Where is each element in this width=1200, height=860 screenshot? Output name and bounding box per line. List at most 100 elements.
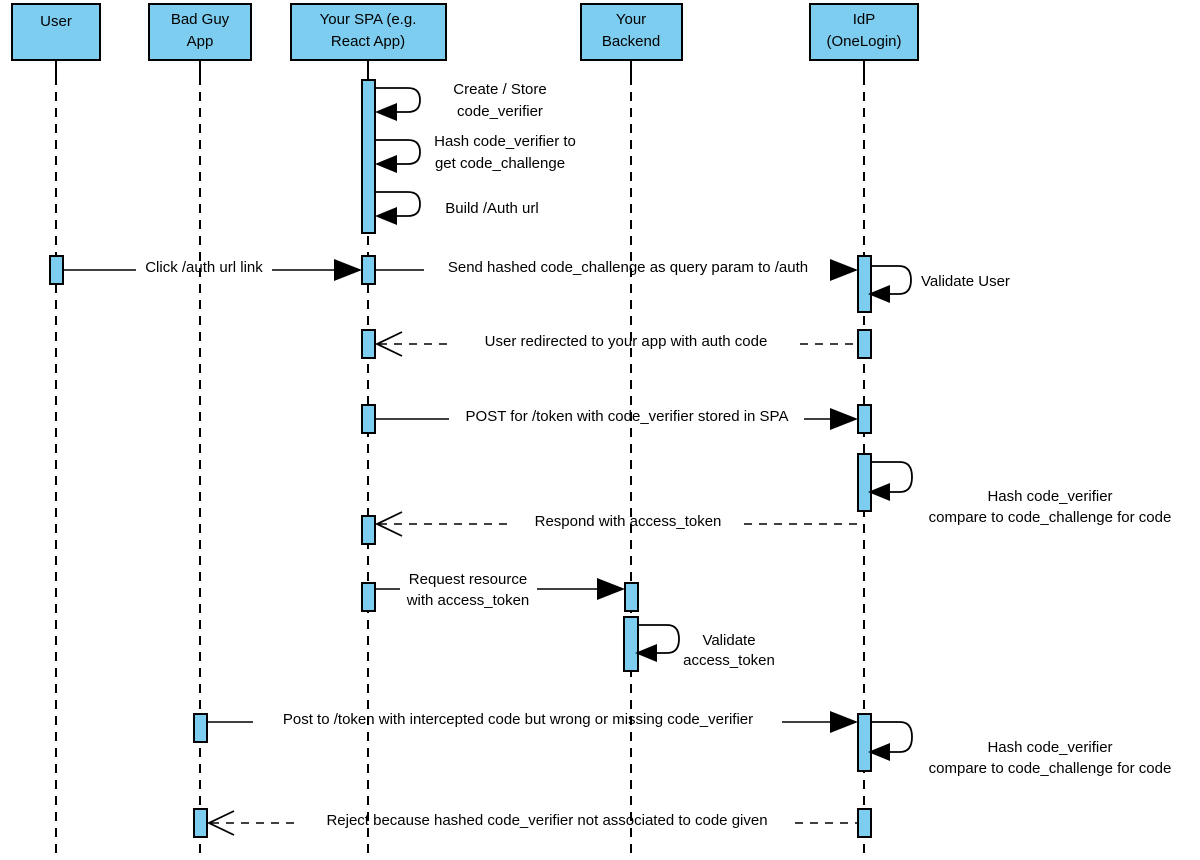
self-message-create-store-code-verifier[interactable]: Create / Store code_verifier	[375, 81, 547, 121]
arrowhead	[635, 644, 657, 662]
message-label: Reject because hashed code_verifier not …	[326, 812, 767, 829]
actor-header-spa[interactable]: Your SPA (e.g. React App)	[290, 3, 447, 61]
message-label: Click /auth url link	[145, 259, 263, 276]
message-user-redirected-with-auth-code[interactable]: User redirected to your app with auth co…	[374, 331, 858, 357]
arrowhead	[206, 810, 235, 836]
actor-label-badguy-line2: App	[187, 33, 214, 50]
self-message-label-line1: Hash code_verifier	[987, 739, 1112, 756]
arrowhead	[375, 103, 397, 121]
activation-bar[interactable]	[361, 79, 376, 234]
actor-label-idp-line2: (OneLogin)	[826, 33, 901, 50]
self-message-build-auth-url[interactable]: Build /Auth url	[375, 191, 539, 225]
activation-idp-validate-user[interactable]	[857, 255, 872, 313]
self-message-validate-access-token[interactable]: Validate access_token	[635, 624, 775, 669]
actor-header-backend[interactable]: Your Backend	[580, 3, 683, 61]
activation-bar[interactable]	[193, 808, 208, 838]
actor-label-backend-line1: Your	[616, 11, 646, 28]
activation-bar[interactable]	[361, 255, 376, 285]
self-message-label-line2: compare to code_challenge for code	[929, 509, 1172, 526]
actor-label-spa-line2: React App)	[331, 33, 405, 50]
self-loop-path	[871, 461, 913, 493]
actor-box-idp[interactable]	[809, 3, 919, 61]
arrowhead	[868, 483, 890, 501]
activation-idp-token-receive[interactable]	[857, 404, 872, 434]
actor-box-spa[interactable]	[290, 3, 447, 61]
actor-header-user[interactable]: User	[11, 3, 101, 61]
arrowhead	[375, 207, 397, 225]
actor-label-badguy-line1: Bad Guy	[171, 11, 230, 28]
self-message-hash-code-verifier[interactable]: Hash code_verifier to get code_challenge	[375, 133, 576, 173]
message-post-to-token-intercepted-code[interactable]: Post to /token with intercepted code but…	[207, 711, 858, 733]
activation-bar[interactable]	[857, 329, 872, 359]
activation-spa-receive-token[interactable]	[361, 515, 376, 545]
arrowhead	[334, 259, 362, 281]
activation-spa-auth-request[interactable]	[361, 255, 376, 285]
self-message-label-line2: access_token	[683, 652, 775, 669]
activation-badguy-post[interactable]	[193, 713, 208, 743]
activation-idp-redirect[interactable]	[857, 329, 872, 359]
self-message-hash-compare-code-challenge-reject[interactable]: Hash code_verifier compare to code_chall…	[868, 721, 1171, 777]
self-message-label-line2: code_verifier	[457, 103, 543, 120]
arrowhead	[868, 285, 890, 303]
activation-backend-receive[interactable]	[624, 582, 639, 612]
lifelines	[55, 60, 865, 858]
activation-bar[interactable]	[857, 453, 872, 512]
actor-box-user[interactable]	[11, 3, 101, 61]
message-post-for-token[interactable]: POST for /token with code_verifier store…	[375, 408, 858, 430]
activation-bar[interactable]	[624, 582, 639, 612]
activation-bar[interactable]	[857, 404, 872, 434]
self-message-validate-user[interactable]: Validate User	[868, 265, 1010, 303]
activation-bar[interactable]	[193, 713, 208, 743]
self-message-label-line1: Hash code_verifier	[987, 488, 1112, 505]
actor-box-badguy[interactable]	[148, 3, 252, 61]
activation-spa-receive-code[interactable]	[361, 329, 376, 359]
message-label-line2: with access_token	[406, 592, 530, 609]
arrowhead	[374, 331, 403, 357]
activation-spa-resource-request[interactable]	[361, 582, 376, 612]
activation-bar[interactable]	[857, 808, 872, 838]
activation-user-click[interactable]	[49, 255, 64, 285]
message-send-hashed-code-challenge[interactable]: Send hashed code_challenge as query para…	[375, 259, 858, 281]
activation-spa-setup[interactable]	[361, 79, 376, 234]
activation-idp-reject-check[interactable]	[857, 713, 872, 772]
arrowhead	[868, 743, 890, 761]
message-respond-with-access-token[interactable]: Respond with access_token	[374, 511, 864, 537]
activation-bar[interactable]	[623, 616, 639, 672]
activation-bar[interactable]	[857, 713, 872, 772]
self-loop-path	[375, 191, 421, 217]
message-reject-hashed-code-verifier[interactable]: Reject because hashed code_verifier not …	[206, 810, 858, 836]
activation-idp-verify-pkce[interactable]	[857, 453, 872, 512]
message-request-resource[interactable]: Request resource with access_token	[375, 571, 625, 609]
activation-bar[interactable]	[857, 255, 872, 313]
message-label: Send hashed code_challenge as query para…	[448, 259, 808, 276]
self-loop-path	[638, 624, 680, 654]
self-message-hash-compare-code-challenge[interactable]: Hash code_verifier compare to code_chall…	[868, 461, 1172, 526]
actor-label-user-line1: User	[40, 13, 72, 30]
activation-idp-reject-respond[interactable]	[857, 808, 872, 838]
actor-header-badguy[interactable]: Bad Guy App	[148, 3, 252, 61]
activation-spa-token-request[interactable]	[361, 404, 376, 434]
self-message-label-line1: Create / Store	[453, 81, 546, 98]
actor-box-backend[interactable]	[580, 3, 683, 61]
arrowhead	[830, 711, 858, 733]
activation-bar[interactable]	[361, 404, 376, 434]
self-loop-path	[871, 721, 913, 753]
activation-backend-validate[interactable]	[623, 616, 639, 672]
message-click-auth-url-link[interactable]: Click /auth url link	[63, 259, 362, 281]
actor-label-spa-line1: Your SPA (e.g.	[320, 11, 417, 28]
self-loop-path	[871, 265, 912, 295]
message-label: POST for /token with code_verifier store…	[466, 408, 789, 425]
actor-label-backend-line2: Backend	[602, 33, 660, 50]
activation-bar[interactable]	[361, 582, 376, 612]
activation-bar[interactable]	[49, 255, 64, 285]
actor-header-idp[interactable]: IdP (OneLogin)	[809, 3, 919, 61]
self-message-label-line2: get code_challenge	[435, 155, 565, 172]
self-loop-path	[375, 87, 421, 113]
arrowhead	[830, 259, 858, 281]
activation-bar[interactable]	[361, 515, 376, 545]
activation-bar[interactable]	[361, 329, 376, 359]
arrowhead	[374, 511, 403, 537]
self-message-label: Validate User	[921, 273, 1010, 290]
activation-badguy-reject[interactable]	[193, 808, 208, 838]
